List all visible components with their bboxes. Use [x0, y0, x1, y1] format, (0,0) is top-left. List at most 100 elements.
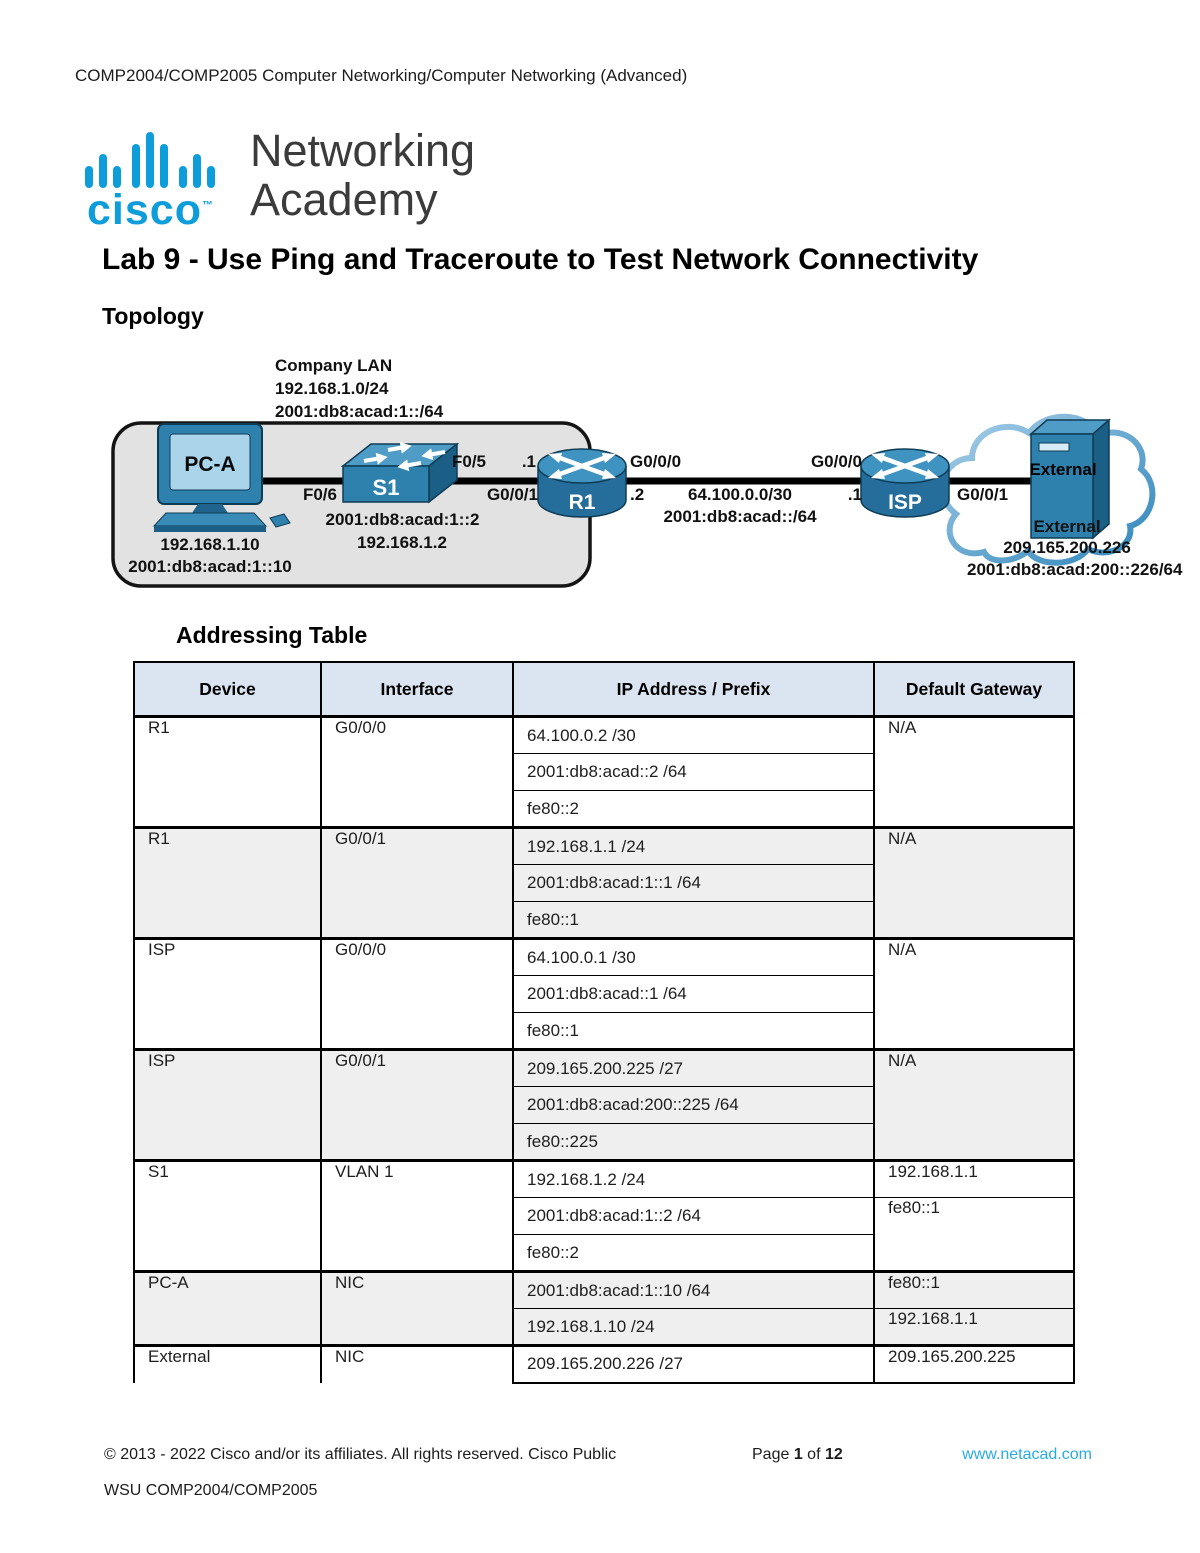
- cell-gateway: 192.168.1.1: [873, 1308, 1075, 1346]
- addressing-table-heading: Addressing Table: [176, 622, 368, 648]
- external-name-label: External: [1033, 517, 1101, 536]
- table-row: S1 VLAN 1 192.168.1.2 /24 192.168.1.1: [133, 1159, 1075, 1272]
- cell-gateway: 209.165.200.225: [873, 1344, 1075, 1384]
- s1-switch-icon: S1: [340, 439, 460, 504]
- table-row: PC-A NIC 2001:db8:acad:1::10 /64 fe80::1: [133, 1270, 1075, 1346]
- col-header-device: Device: [133, 661, 322, 718]
- port-g000-isp: G0/0/0: [810, 452, 862, 471]
- cell-gateway: 192.168.1.1: [873, 1159, 1075, 1198]
- r1-router-icon: R1: [538, 449, 626, 517]
- cell-ip: fe80::1: [512, 901, 875, 939]
- cell-device: External: [133, 1344, 322, 1383]
- cell-device: R1: [133, 826, 322, 939]
- r1-dot2: .2: [630, 485, 645, 504]
- cell-interface: G0/0/0: [320, 937, 514, 1050]
- cell-ip: fe80::2: [512, 1234, 875, 1272]
- cell-gateway: N/A: [873, 826, 1075, 939]
- s1-ipv6: 2001:db8:acad:1::2: [325, 510, 480, 529]
- footer-course-code: WSU COMP2004/COMP2005: [104, 1482, 318, 1499]
- cell-ip: fe80::1: [512, 1012, 875, 1050]
- table-row: R1 G0/0/0 64.100.0.2 /30 N/A: [133, 715, 1075, 828]
- page-total: 12: [824, 1446, 843, 1463]
- trademark-symbol: ™: [201, 199, 214, 212]
- port-f05: F0/5: [452, 452, 487, 471]
- cell-interface: VLAN 1: [320, 1159, 514, 1272]
- page-number: 1: [793, 1446, 803, 1463]
- table-row: R1 G0/0/1 192.168.1.1 /24 N/A: [133, 826, 1075, 939]
- port-g001-r1: G0/0/1: [486, 485, 538, 504]
- pc-a-label: PC-A: [184, 453, 235, 476]
- logo-text: Networking Academy: [250, 126, 475, 224]
- col-header-gateway: Default Gateway: [873, 661, 1075, 718]
- col-header-interface: Interface: [320, 661, 514, 718]
- netacad-link[interactable]: www.netacad.com: [962, 1446, 1092, 1463]
- table-row: ISP G0/0/0 64.100.0.1 /30 N/A: [133, 937, 1075, 1050]
- cell-device: S1: [133, 1159, 322, 1272]
- wan-subnet-v6: 2001:db8:acad::/64: [663, 507, 817, 526]
- col-header-ip: IP Address / Prefix: [512, 661, 875, 718]
- table-row: ISP G0/0/1 209.165.200.225 /27 N/A: [133, 1048, 1075, 1161]
- cell-device: ISP: [133, 1048, 322, 1161]
- pc-a-icon: PC-A: [152, 423, 291, 532]
- external-server-label: External: [1029, 460, 1096, 479]
- cell-ip: 192.168.1.10 /24: [512, 1308, 875, 1346]
- cell-interface: NIC: [320, 1270, 514, 1346]
- isp-dot1: .1: [847, 485, 862, 504]
- cell-ip: 2001:db8:acad:1::10 /64: [512, 1270, 875, 1309]
- pc-a-ipv4: 192.168.1.10: [160, 535, 260, 554]
- topology-heading: Topology: [102, 303, 204, 329]
- s1-ipv4: 192.168.1.2: [357, 533, 447, 552]
- topology-diagram: PC-A S1 R1 ISP: [100, 348, 1185, 616]
- external-ipv6: 2001:db8:acad:200::226/64: [967, 560, 1183, 579]
- cisco-networking-academy-logo: cisco™ Networking Academy: [85, 126, 475, 234]
- logo-text-line2: Academy: [250, 174, 438, 225]
- footer-page-indicator: Page 1 of 12: [752, 1446, 843, 1463]
- company-lan-label: Company LAN 192.168.1.0/24 2001:db8:acad…: [275, 356, 444, 421]
- cell-gateway: N/A: [873, 937, 1075, 1050]
- course-header: COMP2004/COMP2005 Computer Networking/Co…: [75, 66, 688, 85]
- cell-ip: 64.100.0.2 /30: [512, 715, 875, 754]
- cell-gateway: N/A: [873, 715, 1075, 828]
- topology-shapes: PC-A S1 R1 ISP: [111, 413, 1156, 588]
- cell-ip: fe80::225: [512, 1123, 875, 1161]
- cisco-wordmark: cisco™: [87, 186, 214, 234]
- s1-label: S1: [373, 475, 400, 500]
- cell-ip: 192.168.1.2 /24: [512, 1159, 875, 1198]
- cell-ip: 2001:db8:acad::1 /64: [512, 975, 875, 1013]
- cell-ip: 209.165.200.225 /27: [512, 1048, 875, 1087]
- cell-interface: G0/0/1: [320, 826, 514, 939]
- cell-device: ISP: [133, 937, 322, 1050]
- external-server-icon: External: [1029, 418, 1111, 540]
- table-header-row: Device Interface IP Address / Prefix Def…: [133, 661, 1075, 718]
- cell-ip: 209.165.200.226 /27: [512, 1344, 875, 1384]
- cell-gateway: N/A: [873, 1048, 1075, 1161]
- cell-interface: G0/0/0: [320, 715, 514, 828]
- pc-a-ipv6: 2001:db8:acad:1::10: [128, 557, 292, 576]
- addressing-table: Device Interface IP Address / Prefix Def…: [133, 661, 1075, 1384]
- cell-device: PC-A: [133, 1270, 322, 1346]
- cell-interface: G0/0/1: [320, 1048, 514, 1161]
- r1-label: R1: [569, 491, 596, 514]
- logo-text-line1: Networking: [250, 125, 476, 176]
- isp-label: ISP: [888, 491, 922, 514]
- cisco-bridge-icon: [85, 132, 221, 188]
- wan-subnet-v4: 64.100.0.0/30: [688, 485, 792, 504]
- page-title: Lab 9 - Use Ping and Traceroute to Test …: [102, 243, 979, 276]
- external-ipv4: 209.165.200.226: [1003, 538, 1131, 557]
- cell-ip: 64.100.0.1 /30: [512, 937, 875, 976]
- footer-copyright: © 2013 - 2022 Cisco and/or its affiliate…: [104, 1446, 617, 1463]
- cell-gateway: fe80::1: [873, 1270, 1075, 1309]
- cell-ip: 2001:db8:acad:1::1 /64: [512, 864, 875, 902]
- cell-gateway: fe80::1: [873, 1197, 1075, 1272]
- port-g001-isp: G0/0/1: [957, 485, 1009, 504]
- port-f06: F0/6: [302, 485, 337, 504]
- cell-ip: 2001:db8:acad:200::225 /64: [512, 1086, 875, 1124]
- table-row: External NIC 209.165.200.226 /27 209.165…: [133, 1344, 1075, 1384]
- cell-ip: 192.168.1.1 /24: [512, 826, 875, 865]
- r1-dot1: .1: [521, 452, 536, 471]
- cell-ip: 2001:db8:acad:1::2 /64: [512, 1197, 875, 1235]
- cell-device: R1: [133, 715, 322, 828]
- port-g000-r1: G0/0/0: [630, 452, 682, 471]
- cell-interface: NIC: [320, 1344, 514, 1383]
